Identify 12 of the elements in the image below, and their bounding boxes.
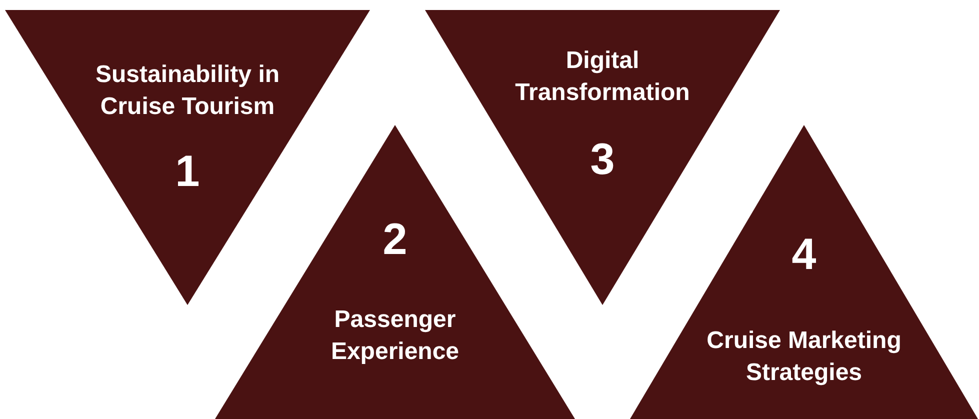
topic-title: Passenger Experience xyxy=(330,305,460,367)
down-triangle-panel xyxy=(5,10,370,305)
step-number: 2 xyxy=(382,216,408,264)
step-number: 3 xyxy=(590,136,615,184)
step-number: 4 xyxy=(792,231,816,279)
up-triangle-panel xyxy=(630,125,978,419)
down-triangle-panel xyxy=(425,10,780,305)
step-number: 1 xyxy=(175,148,200,196)
up-triangle-panel xyxy=(215,125,575,419)
topic-title: Sustainability in Cruise Tourism xyxy=(94,60,281,122)
topic-title: Cruise Marketing Strategies xyxy=(706,326,902,388)
topic-title: Digital Transformation xyxy=(514,46,691,108)
